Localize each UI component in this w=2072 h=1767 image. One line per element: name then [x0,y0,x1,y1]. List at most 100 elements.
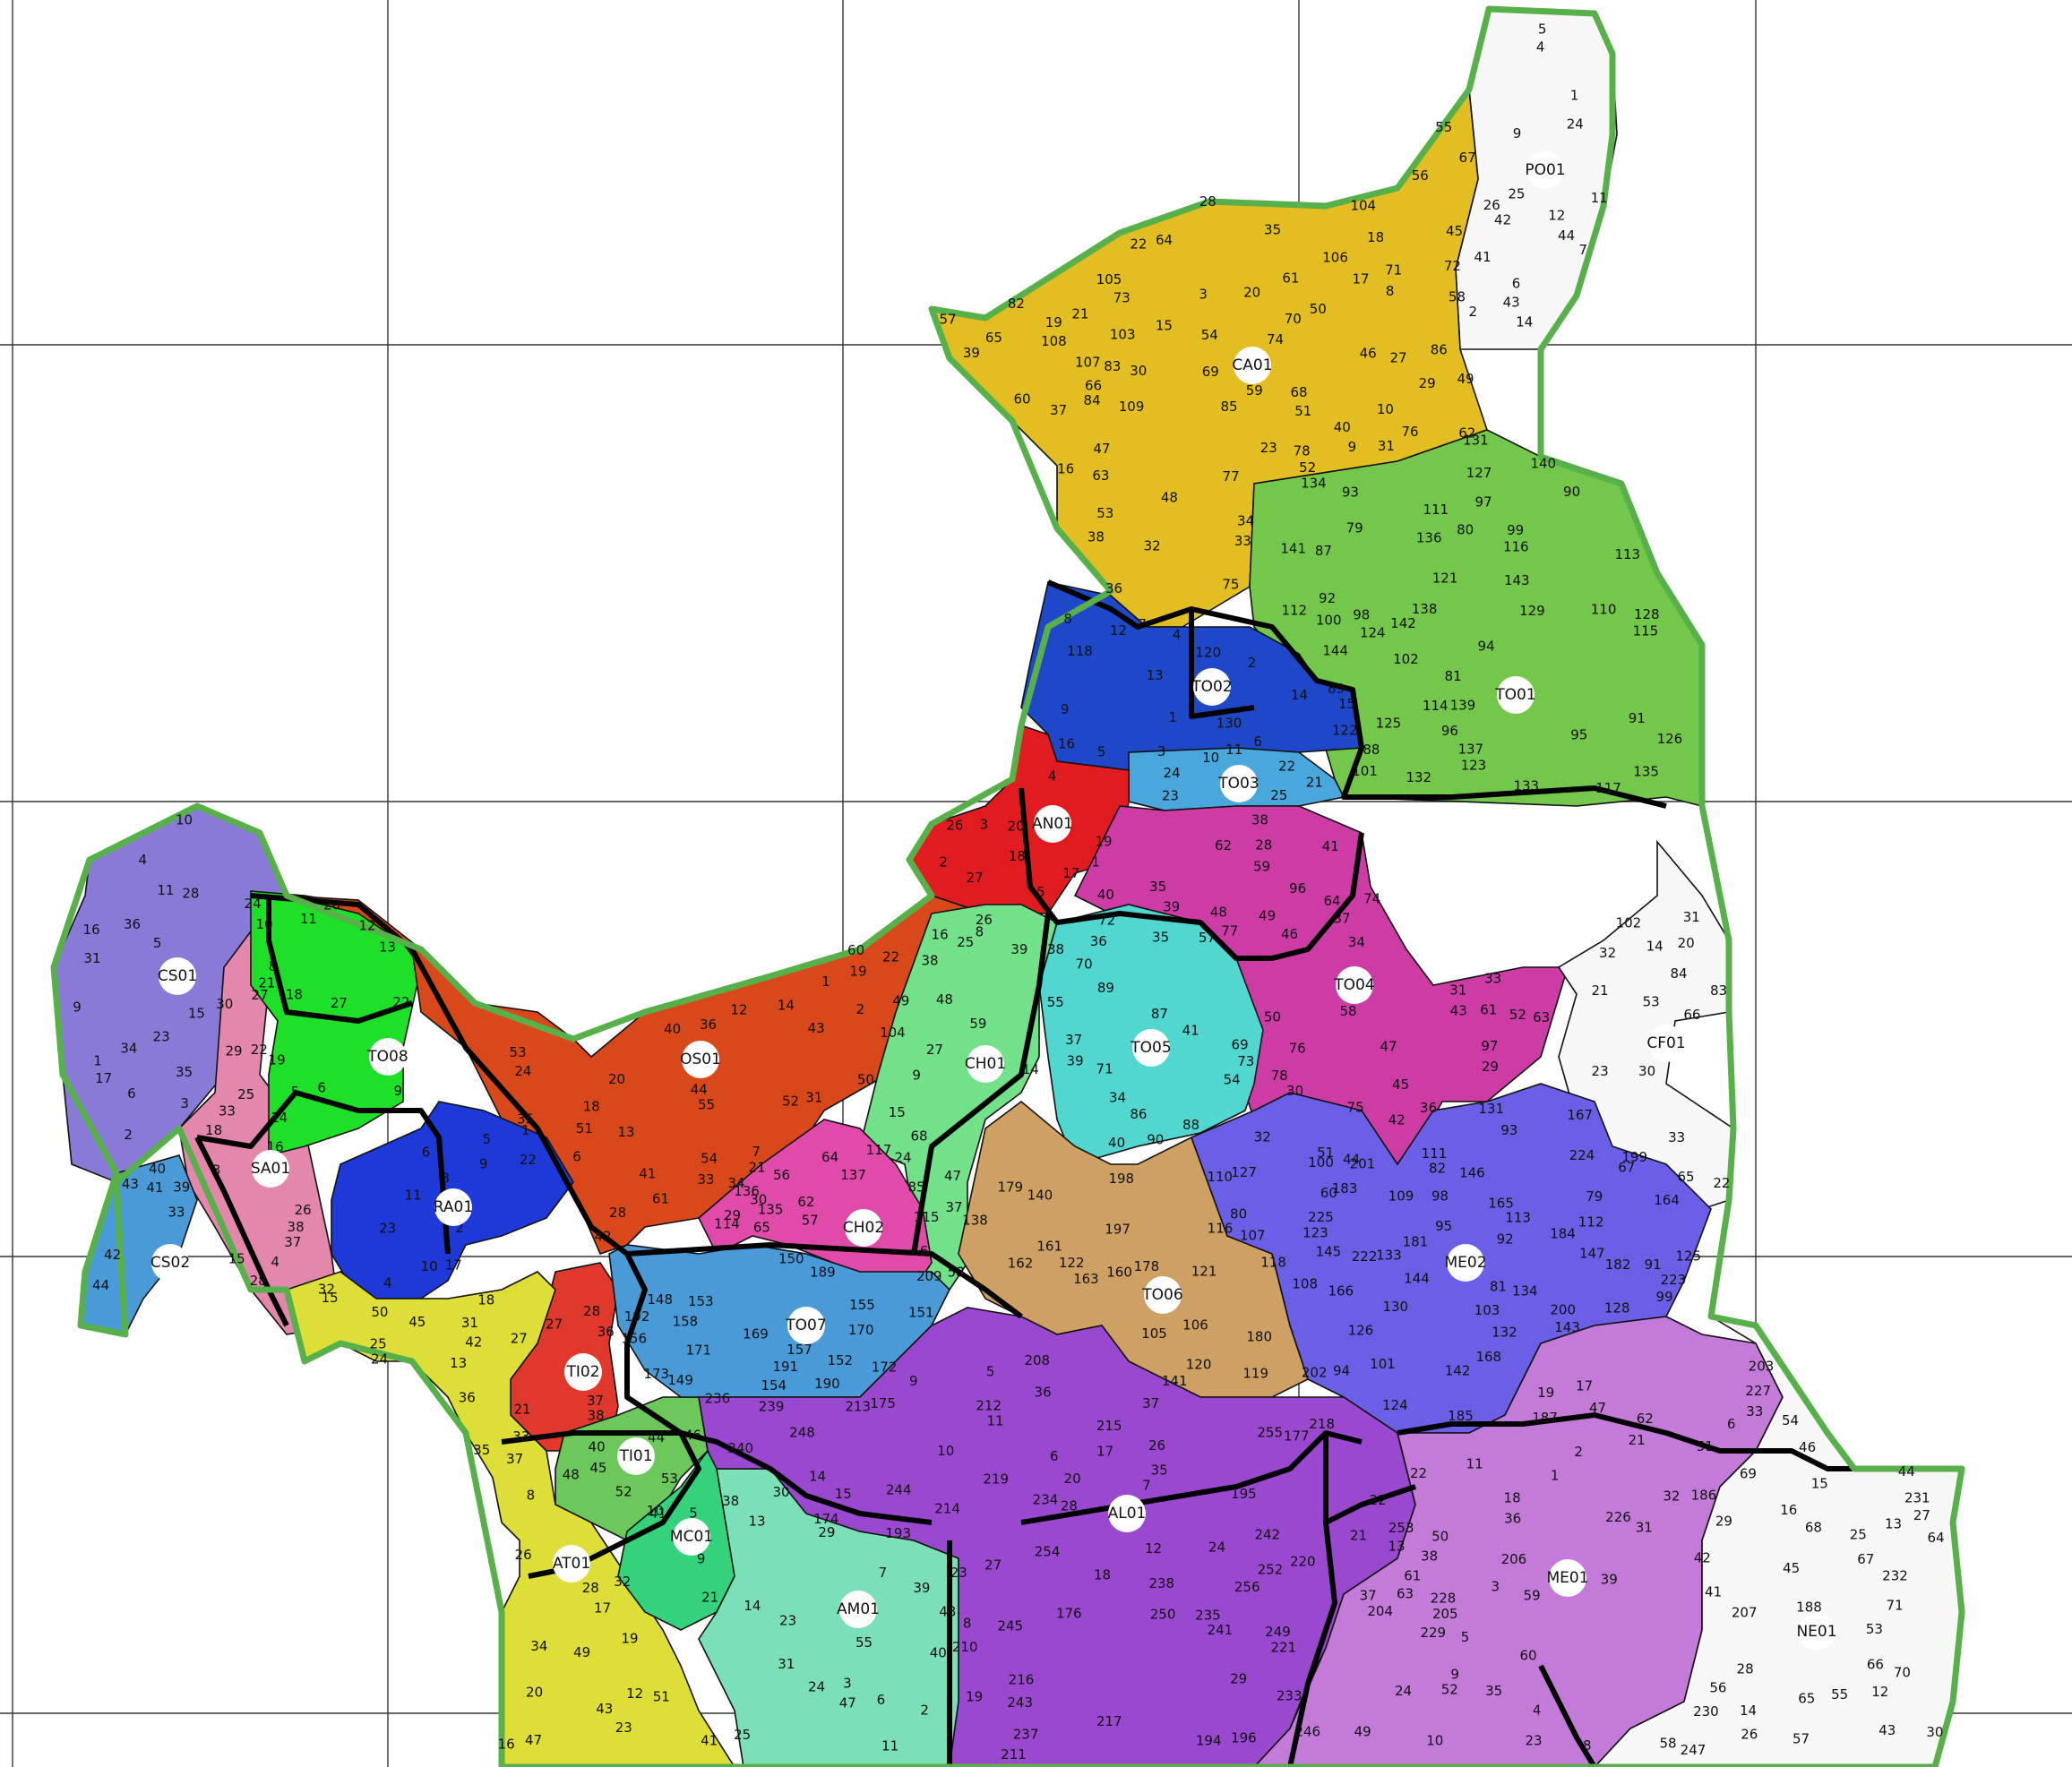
unit-number: 193 [885,1525,911,1541]
unit-number: 130 [1217,716,1242,732]
unit-number: 51 [1697,1438,1714,1454]
unit-number: 57 [939,312,956,328]
unit-number: 23 [615,1720,632,1736]
unit-number: 65 [1798,1691,1815,1707]
unit-number: 33 [168,1205,185,1221]
unit-number: 33 [697,1171,714,1188]
unit-number: 39 [913,1580,930,1596]
unit-number: 8 [1583,1737,1592,1754]
unit-number: 157 [787,1342,812,1358]
unit-number: 49 [1457,371,1474,387]
region-label: ME01 [1546,1569,1588,1587]
unit-number: 249 [1265,1624,1291,1640]
unit-number: 201 [1350,1156,1376,1172]
unit-number: 15 [835,1486,852,1502]
unit-number: 161 [1036,1239,1062,1255]
unit-number: 70 [1285,311,1302,327]
unit-number: 49 [1259,908,1276,924]
unit-number: 10 [256,916,273,932]
unit-number: 9 [479,1156,488,1172]
unit-number: 11 [404,1188,421,1204]
unit-number: 224 [1569,1147,1595,1163]
unit-number: 92 [1319,590,1336,606]
unit-number: 132 [1406,769,1431,785]
region-label: TO05 [1130,1039,1171,1057]
unit-number: 29 [225,1043,242,1059]
unit-number: 24 [245,896,262,912]
unit-number: 7 [1142,1478,1151,1494]
unit-number: 42 [1388,1112,1406,1128]
unit-number: 73 [1237,1053,1254,1069]
region-label-marker [1497,676,1535,714]
unit-number: 27 [1913,1507,1930,1523]
unit-number: 41 [1182,1023,1199,1039]
unit-number: 2 [856,1001,865,1017]
unit-number: 110 [1207,1169,1233,1185]
unit-number: 26 [1483,197,1500,213]
unit-number: 16 [498,1737,515,1753]
unit-number: 129 [1519,603,1545,619]
unit-number: 133 [1376,1247,1402,1263]
unit-number: 133 [1513,777,1539,793]
unit-number: 9 [912,1067,921,1083]
unit-number: 82 [1429,1161,1446,1177]
unit-number: 124 [1360,625,1386,641]
unit-number: 10 [1377,401,1394,417]
unit-number: 41 [1705,1583,1722,1600]
region-label-marker [252,1150,289,1188]
unit-number: 22 [1278,758,1295,774]
unit-number: 152 [827,1352,853,1368]
unit-number: 2 [124,1127,133,1143]
unit-number: 243 [1007,1694,1033,1711]
unit-number: 37 [1360,1588,1377,1604]
unit-number: 57 [1793,1730,1810,1746]
unit-number: 28 [1199,193,1217,210]
unit-number: 48 [1161,490,1178,506]
unit-number: 14 [778,998,795,1014]
unit-number: 223 [1661,1272,1687,1288]
unit-number: 122 [1059,1255,1085,1271]
unit-number: 237 [1013,1727,1039,1743]
unit-number: 35 [1485,1683,1502,1699]
unit-number: 48 [1210,905,1227,921]
unit-number: 127 [1466,465,1492,481]
unit-number: 9 [909,1373,918,1389]
unit-number: 12 [1110,622,1127,639]
unit-number: 65 [985,330,1002,346]
unit-number: 60 [847,942,864,958]
unit-number: 45 [408,1314,426,1330]
unit-number: 188 [1796,1599,1822,1615]
unit-number: 167 [1567,1107,1593,1123]
unit-number: 13 [450,1355,467,1371]
unit-number: 25 [1850,1527,1867,1543]
unit-number: 42 [104,1247,121,1263]
unit-number: 158 [673,1314,699,1330]
region-label-marker [617,1437,655,1475]
unit-number: 123 [1461,757,1487,773]
unit-number: 190 [814,1376,840,1392]
unit-number: 173 [643,1366,669,1382]
unit-number: 111 [1423,502,1449,518]
unit-number: 62 [1215,837,1232,853]
unit-number: 187 [1532,1410,1558,1426]
region-label: TO08 [366,1048,408,1066]
unit-number: 13 [379,939,396,955]
unit-number: 233 [1277,1687,1303,1703]
unit-number: 101 [1352,763,1378,779]
unit-number: 27 [967,870,984,886]
unit-number: 116 [1208,1221,1234,1237]
unit-number: 37 [1050,402,1067,418]
unit-number: 10 [176,811,193,828]
region-label: CH01 [965,1055,1006,1073]
unit-number: 23 [1162,788,1179,804]
unit-number: 41 [146,1179,163,1196]
unit-number: 52 [1441,1681,1458,1697]
unit-number: 61 [652,1191,669,1207]
unit-number: 84 [1084,392,1101,408]
unit-number: 25 [1508,186,1525,202]
unit-number: 71 [1096,1061,1113,1077]
unit-number: 112 [1578,1214,1604,1231]
unit-number: 156 [621,1331,647,1347]
unit-number: 16 [83,922,100,938]
